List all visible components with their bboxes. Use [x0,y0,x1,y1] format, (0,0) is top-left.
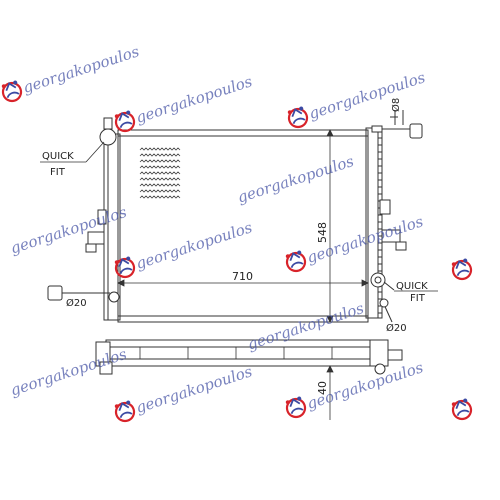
fin-row [139,195,181,199]
right-outlet [370,272,395,323]
watermark: georgakopoulos [112,362,255,425]
quick-fit-right-line1: QUICK [396,281,428,292]
watermark: georgakopoulos [283,358,426,421]
fin-row [139,153,181,157]
fin-row [139,159,181,163]
side-view-ticks [139,347,333,359]
height-dimension [326,129,334,323]
quick-fit-right-line2: FIT [410,293,426,304]
watermark [449,396,475,423]
watermark-text: georgakopoulos [134,362,255,417]
watermark-text: georgakopoulos [8,203,129,258]
side-view [95,339,403,375]
fin-row [139,165,181,169]
watermark: georgakopoulos [8,203,129,258]
left-outlet [47,285,120,303]
top-pipe-label: Ø8 [390,98,402,112]
fin-pattern [139,147,181,199]
fin-row [139,147,181,151]
watermark [449,256,475,283]
fin-row [139,183,181,187]
fin-row [139,171,181,175]
watermark-text: georgakopoulos [307,68,428,123]
watermark-layer: georgakopoulos georgakopoulos georgakopo… [0,42,475,425]
thickness-dimension [322,339,338,420]
watermark-text: georgakopoulos [134,218,255,273]
fin-row [139,177,181,181]
watermark-text: georgakopoulos [235,152,356,207]
left-pipe-label: Ø20 [66,297,87,309]
radiator-core [103,127,383,323]
fin-row [139,189,181,193]
height-label: 548 [316,222,329,243]
watermark: georgakopoulos [0,42,142,105]
watermark: georgakopoulos [285,68,428,131]
width-label: 710 [232,270,253,283]
watermark-text: georgakopoulos [21,42,142,97]
width-dimension [117,279,369,287]
quick-fit-left-leader [85,141,105,163]
filler-neck [99,117,117,146]
watermark: georgakopoulos [235,152,356,207]
watermark: georgakopoulos [112,72,255,135]
brackets [85,199,407,253]
thickness-label: 40 [316,381,329,395]
quick-fit-left-line1: QUICK [42,151,74,162]
quick-fit-left-line2: FIT [50,167,66,178]
right-pipe-label: Ø20 [386,322,407,334]
watermark-text: georgakopoulos [134,72,255,127]
top-pipe [371,110,423,139]
